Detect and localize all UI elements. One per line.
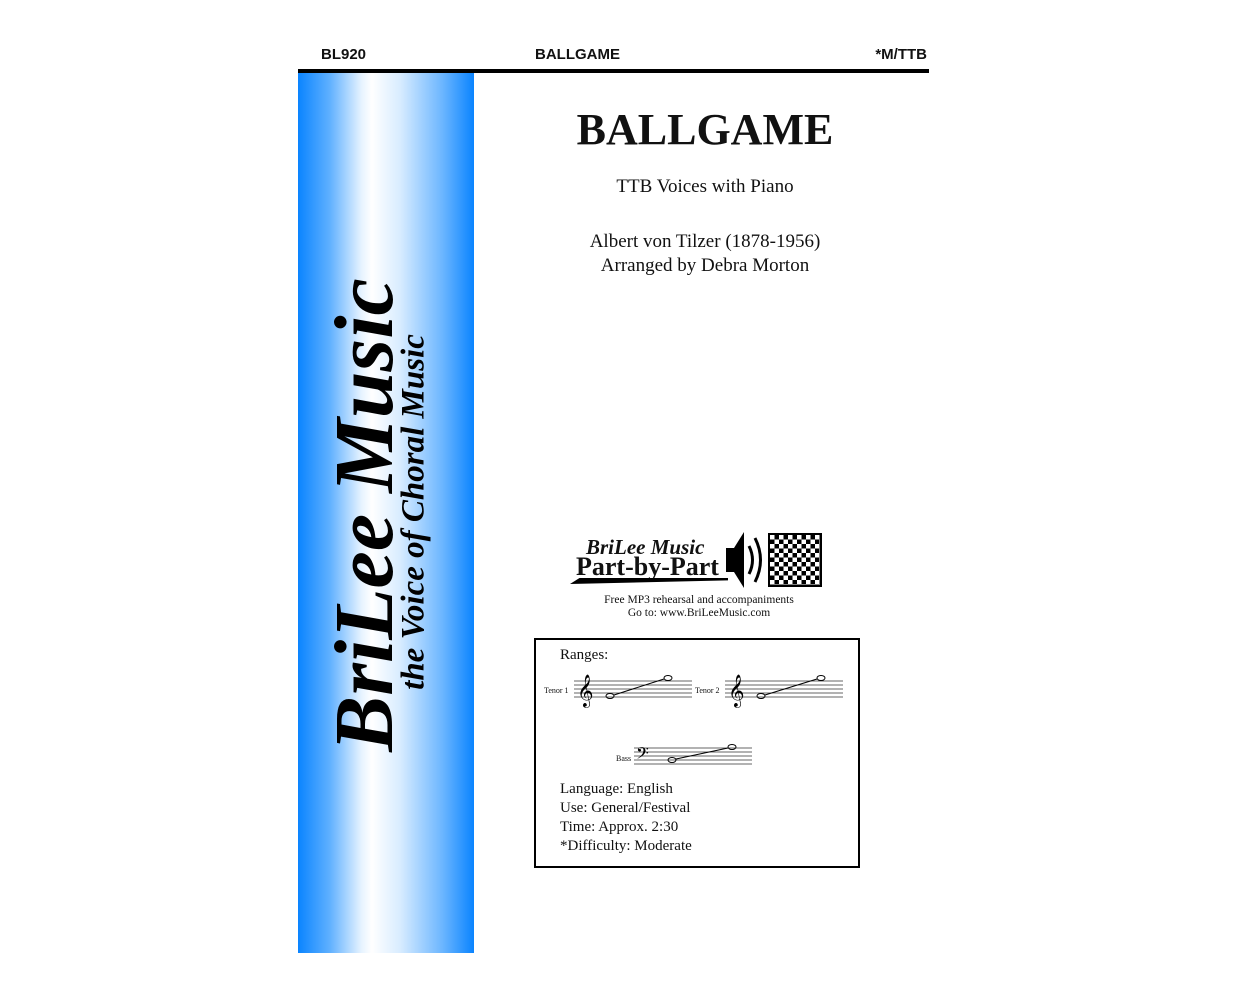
language: Language: English [560,781,673,797]
part-label: Bass [616,754,632,763]
brand-sidebar [298,73,474,953]
promo-website[interactable]: Go to: www.BriLeeMusic.com [627,607,771,619]
subtitle: TTB Voices with Piano [616,176,794,197]
brand-tagline: the Voice of Choral Music [395,334,432,690]
tenor1-range-staff: 𝄞 [574,674,692,708]
header-title: BALLGAME [535,46,620,63]
voicing: *M/TTB [875,46,927,63]
bass-range-staff: 𝄢 [634,743,752,767]
part-label: Tenor 2 [695,686,720,695]
logo-underline [570,578,728,584]
part-by-part-logo: BriLee Music Part-by-Part [570,530,830,590]
promo-name: Part-by-Part [576,552,719,581]
brand-logo-text: BriLee Music [318,278,411,752]
svg-text:𝄢: 𝄢 [636,743,649,767]
svg-text:𝄞: 𝄞 [728,674,745,708]
promo-line-1: Free MP3 rehearsal and accompaniments [604,594,794,606]
arranger: Arranged by Debra Morton [600,255,810,276]
promo-text: Free MP3 rehearsal and accompaniments Go… [468,594,930,620]
svg-text:𝄞: 𝄞 [577,674,594,708]
catalog-code: BL920 [321,46,367,63]
difficulty: *Difficulty: Moderate [560,838,692,854]
part-label: Tenor 1 [544,686,569,695]
composer: Albert von Tilzer (1878-1956) [589,231,821,252]
promo-brand: BriLee Music [586,535,705,559]
use: Use: General/Festival [560,800,691,816]
tenor2-range-staff: 𝄞 [725,674,843,708]
piece-info: Language: English Use: General/Festival … [560,780,692,856]
credits: Albert von Tilzer (1878-1956) Arranged b… [474,230,936,278]
ranges-label: Ranges: [560,647,609,663]
ranges-box [534,638,860,868]
time: Time: Approx. 2:30 [560,819,679,835]
qr-code[interactable] [768,533,822,587]
speaker-icon [726,532,762,588]
header-rule [298,69,929,73]
page-title: BALLGAME [576,105,834,154]
